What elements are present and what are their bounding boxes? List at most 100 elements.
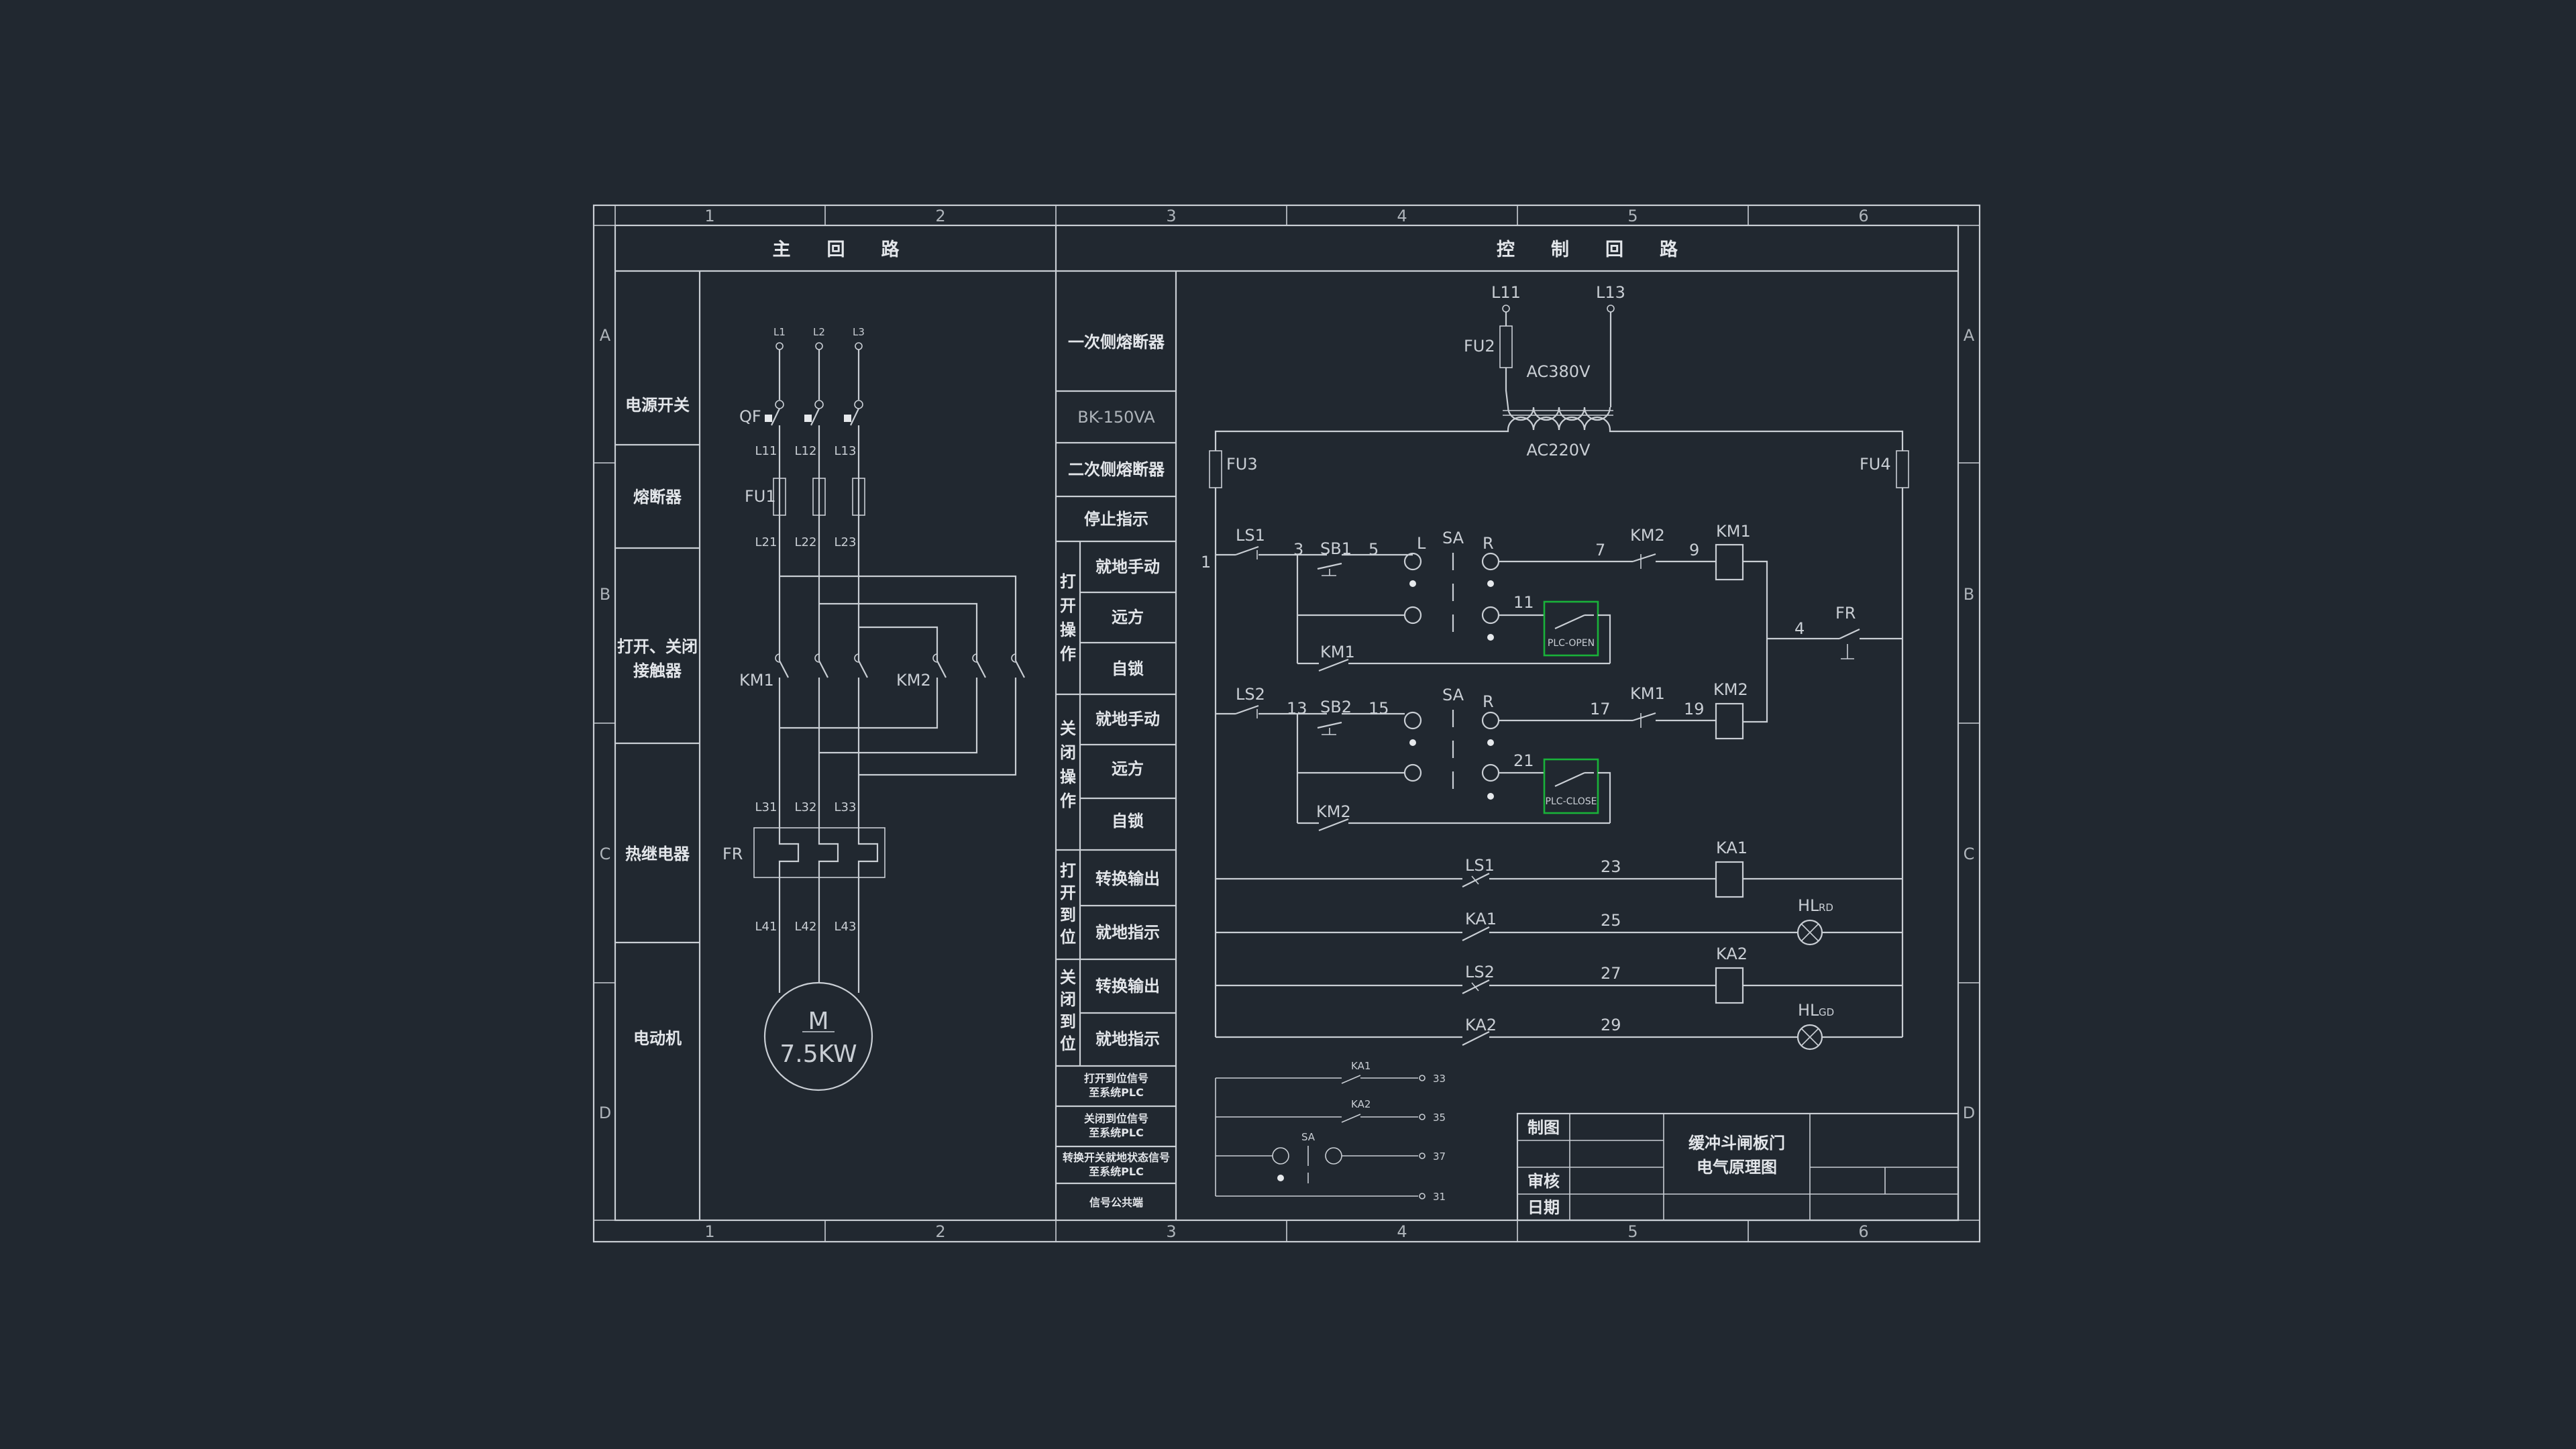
grid-row-c-right: C xyxy=(1964,845,1975,863)
grid-row-b-right: B xyxy=(1964,585,1974,604)
wire-l32: L32 xyxy=(795,800,817,814)
label-secondary-fuse: 二次侧熔断器 xyxy=(1068,460,1165,479)
sig-terminal-33: 33 xyxy=(1433,1073,1446,1085)
grid-col-6-top: 6 xyxy=(1858,207,1868,225)
km1-coil-label: KM1 xyxy=(1716,522,1751,541)
label-fuse: 熔断器 xyxy=(633,488,682,506)
ls2-indicator-label: LS2 xyxy=(1465,963,1495,981)
hl-rd-label: HL xyxy=(1798,896,1819,915)
sig-ka2-label: KA2 xyxy=(1351,1098,1371,1110)
node-15: 15 xyxy=(1368,699,1389,718)
hl-gd-subscript: GD xyxy=(1819,1006,1834,1018)
ls1-label: LS1 xyxy=(1236,526,1265,545)
sig-terminal-31: 31 xyxy=(1433,1191,1446,1203)
wire-l31: L31 xyxy=(755,800,777,814)
grid-col-1-top: 1 xyxy=(704,207,714,225)
primary-voltage: AC380V xyxy=(1527,362,1591,381)
motor-power: 7.5KW xyxy=(780,1040,857,1068)
grid-row-d-right: D xyxy=(1963,1104,1975,1122)
header-band: 主 回 路 控 制 回 路 xyxy=(615,225,1958,1220)
node-7: 7 xyxy=(1595,541,1605,559)
control-label-column: 一次侧熔断器 BK-150VA 二次侧熔断器 停止指示 打 开 操 作 就地手动… xyxy=(1056,271,1177,1220)
label-open-pos-conversion: 转换输出 xyxy=(1095,869,1160,888)
label-stop-indicator: 停止指示 xyxy=(1084,510,1148,529)
label-close-self-lock: 自锁 xyxy=(1112,812,1144,830)
label-open-pos-indicator: 就地指示 xyxy=(1095,923,1160,942)
sa-r-top: R xyxy=(1483,534,1494,553)
km2-selflock-label: KM2 xyxy=(1316,802,1351,821)
fu3-label: FU3 xyxy=(1226,455,1258,474)
node-25: 25 xyxy=(1601,911,1621,930)
wire-l33: L33 xyxy=(835,800,857,814)
open-pos-char-2: 开 xyxy=(1060,883,1076,902)
label-close-pos-conversion: 转换输出 xyxy=(1095,977,1160,996)
hl-gd-label: HL xyxy=(1798,1001,1819,1020)
label-close-remote: 远方 xyxy=(1112,759,1144,778)
grid-row-a-right: A xyxy=(1964,326,1975,345)
title-date-label: 日期 xyxy=(1527,1198,1560,1217)
sig-sa-label: SA xyxy=(1301,1131,1316,1143)
node-21: 21 xyxy=(1513,751,1534,770)
drawing-title-line1: 缓冲斗闸板门 xyxy=(1688,1134,1785,1152)
wire-l21: L21 xyxy=(755,535,777,549)
sa-bot-label: SA xyxy=(1442,686,1464,704)
ka1-coil-label: KA1 xyxy=(1716,839,1748,857)
fu4-label: FU4 xyxy=(1860,455,1891,474)
main-circuit-header: 主 回 路 xyxy=(773,239,900,260)
open-pos-char-3: 到 xyxy=(1060,906,1076,924)
label-motor: 电动机 xyxy=(633,1029,682,1048)
label-open-remote: 远方 xyxy=(1112,608,1144,627)
node-17: 17 xyxy=(1590,700,1611,718)
motor-letter: M xyxy=(808,1008,828,1035)
node-9: 9 xyxy=(1689,541,1699,559)
grid-col-4-bottom: 4 xyxy=(1397,1222,1407,1241)
ctrl-supply-l13: L13 xyxy=(1596,283,1625,302)
ka2-indicator-label: KA2 xyxy=(1465,1016,1497,1034)
label-switch-signal-line2: 至系统PLC xyxy=(1089,1165,1144,1178)
label-open-signal-line1: 打开到位信号 xyxy=(1084,1072,1148,1085)
phase-l2: L2 xyxy=(813,326,825,338)
label-open-signal-line2: 至系统PLC xyxy=(1089,1086,1144,1099)
phase-l1: L1 xyxy=(773,326,786,338)
node-19: 19 xyxy=(1684,700,1705,718)
label-signal-common: 信号公共端 xyxy=(1089,1196,1143,1209)
node-5: 5 xyxy=(1368,540,1379,559)
sb1-label: SB1 xyxy=(1320,539,1352,558)
node-11: 11 xyxy=(1513,593,1534,612)
km1-main-label: KM1 xyxy=(739,671,774,690)
label-close-local-manual: 就地手动 xyxy=(1095,710,1160,729)
label-open-local-manual: 就地手动 xyxy=(1095,557,1160,576)
label-primary-fuse: 一次侧熔断器 xyxy=(1068,333,1165,352)
label-open-self-lock: 自锁 xyxy=(1112,659,1144,678)
plc-open-label: PLC-OPEN xyxy=(1548,638,1595,649)
grid-row-c-left: C xyxy=(600,845,611,863)
open-group-char-2: 开 xyxy=(1060,596,1076,615)
wire-l11: L11 xyxy=(755,444,777,458)
label-transformer: BK-150VA xyxy=(1077,408,1155,427)
sa-top-label: SA xyxy=(1442,529,1464,547)
km1-selflock-label: KM1 xyxy=(1320,643,1355,661)
sig-terminal-37: 37 xyxy=(1433,1150,1446,1163)
label-close-pos-indicator: 就地指示 xyxy=(1095,1030,1160,1049)
label-contactor-line2: 接触器 xyxy=(633,661,682,680)
fr-contact-label: FR xyxy=(1835,604,1856,623)
wire-l22: L22 xyxy=(795,535,817,549)
drawing-title-line2: 电气原理图 xyxy=(1697,1158,1777,1177)
label-close-signal-line2: 至系统PLC xyxy=(1089,1126,1144,1139)
wire-l43: L43 xyxy=(835,920,857,934)
grid-col-5-top: 5 xyxy=(1627,207,1638,225)
grid-col-4-top: 4 xyxy=(1397,207,1407,225)
sig-ka1-label: KA1 xyxy=(1351,1060,1371,1072)
open-group-char-4: 作 xyxy=(1060,645,1076,663)
hl-rd-subscript: RD xyxy=(1819,902,1833,914)
control-circuit-header: 控 制 回 路 xyxy=(1497,239,1678,260)
open-group-char-3: 操 xyxy=(1060,621,1076,639)
label-power-switch: 电源开关 xyxy=(625,396,690,415)
open-pos-char-1: 打 xyxy=(1060,861,1076,880)
close-group-char-2: 闭 xyxy=(1060,743,1076,762)
label-switch-signal-line1: 转换开关就地状态信号 xyxy=(1063,1151,1170,1164)
control-circuit: L11 L13 FU2 AC380V AC220V FU3 FU4 1 LS1 … xyxy=(1201,283,1909,1203)
main-circuit: L1 L2 L3 QF L11 L12 L13 FU1 L21 L22 L23 xyxy=(722,326,1025,1091)
title-review-label: 审核 xyxy=(1527,1172,1560,1191)
